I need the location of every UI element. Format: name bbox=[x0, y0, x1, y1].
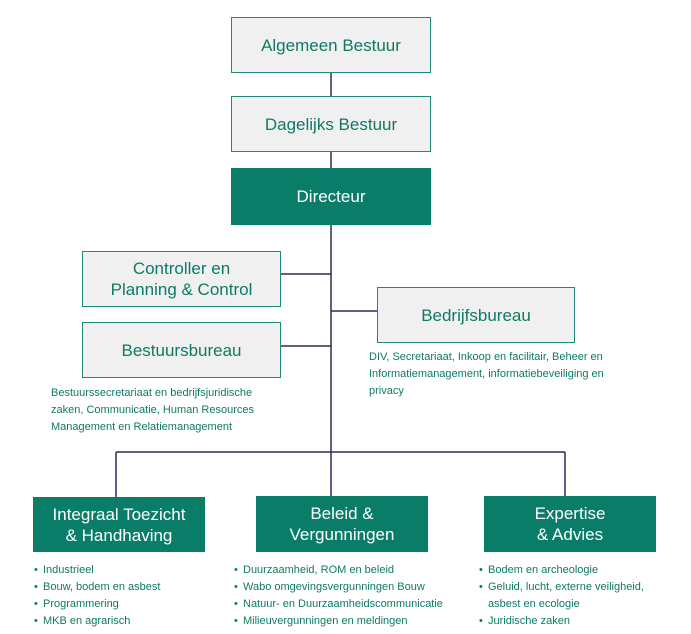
bestuursbureau-label: Bestuursbureau bbox=[121, 340, 242, 360]
list-item: Natuur- en Duurzaamheidscommunicatie bbox=[234, 596, 493, 613]
integraal-list: Industrieel Bouw, bodem en asbest Progra… bbox=[33, 562, 233, 630]
list-item: Bouw, bodem en asbest bbox=[34, 579, 233, 596]
directeur-label: Directeur bbox=[296, 187, 366, 206]
beleid-label-line1: Beleid & bbox=[310, 504, 374, 523]
controller-label-line2: Planning & Control bbox=[110, 280, 253, 299]
bestuursbureau-box: Bestuursbureau bbox=[82, 322, 281, 378]
algemeen-bestuur-box: Algemeen Bestuur bbox=[231, 17, 431, 73]
list-item: Industrieel bbox=[34, 562, 233, 579]
list-item: MKB en agrarisch bbox=[34, 613, 233, 630]
bedrijfsbureau-label: Bedrijfsbureau bbox=[421, 305, 531, 325]
dagelijks-bestuur-label: Dagelijks Bestuur bbox=[264, 114, 398, 134]
list-item: Geluid, lucht, externe veiligheid, bbox=[479, 579, 691, 596]
list-item: Wabo omgevingsvergunningen Bouw bbox=[234, 579, 493, 596]
bedrijfsbureau-desc-line: privacy bbox=[369, 385, 404, 397]
expertise-list: Bodem en archeologie Geluid, lucht, exte… bbox=[478, 562, 691, 630]
algemeen-bestuur-label: Algemeen Bestuur bbox=[261, 35, 401, 55]
list-item: Milieuvergunningen en meldingen bbox=[234, 613, 493, 630]
bedrijfsbureau-box: Bedrijfsbureau bbox=[377, 287, 575, 343]
expertise-label-line2: & Advies bbox=[536, 525, 604, 544]
bestuursbureau-description: Bestuurssecretariaat en bedrijfsjuridisc… bbox=[51, 385, 311, 436]
list-item: Bodem en archeologie bbox=[479, 562, 691, 579]
bestuursbureau-desc-line: Bestuurssecretariaat en bedrijfsjuridisc… bbox=[51, 387, 253, 399]
integraal-toezicht-box: Integraal Toezicht & Handhaving bbox=[33, 497, 205, 552]
dagelijks-bestuur-box: Dagelijks Bestuur bbox=[231, 96, 431, 152]
list-item-continuation: asbest en ecologie bbox=[488, 598, 580, 610]
directeur-box: Directeur bbox=[231, 168, 431, 225]
bedrijfsbureau-description: DIV, Secretariaat, Inkoop en facilitair,… bbox=[369, 349, 669, 400]
bedrijfsbureau-desc-line: Informatiemanagement, informatiebeveilig… bbox=[369, 368, 604, 380]
controller-label-line1: Controller en bbox=[132, 259, 231, 278]
integraal-label-line2: & Handhaving bbox=[65, 525, 173, 545]
integraal-label-line1: Integraal Toezicht bbox=[52, 504, 186, 524]
list-item: Duurzaamheid, ROM en beleid bbox=[234, 562, 493, 579]
bestuursbureau-desc-line: zaken, Communicatie, Human Resources bbox=[51, 404, 254, 416]
bestuursbureau-desc-line: Management en Relatiemanagement bbox=[51, 421, 233, 433]
controller-box: Controller en Planning & Control bbox=[82, 251, 281, 307]
list-item: Juridische zaken bbox=[479, 613, 691, 630]
beleid-list: Duurzaamheid, ROM en beleid Wabo omgevin… bbox=[233, 562, 493, 630]
list-item: Programmering bbox=[34, 596, 233, 613]
bedrijfsbureau-desc-line: DIV, Secretariaat, Inkoop en facilitair,… bbox=[369, 351, 603, 363]
beleid-label-line2: Vergunningen bbox=[289, 525, 395, 544]
expertise-advies-box: Expertise & Advies bbox=[484, 496, 656, 552]
expertise-label-line1: Expertise bbox=[534, 504, 606, 523]
beleid-vergunningen-box: Beleid & Vergunningen bbox=[256, 496, 428, 552]
